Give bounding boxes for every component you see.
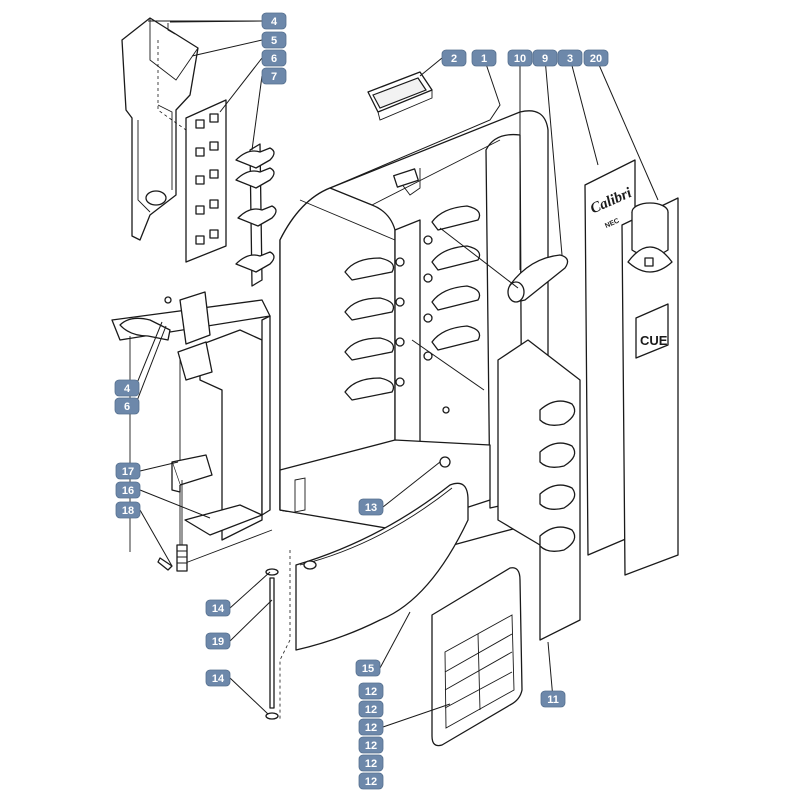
svg-text:6: 6 <box>271 53 277 65</box>
svg-text:12: 12 <box>365 722 377 734</box>
svg-text:12: 12 <box>365 704 377 716</box>
mounting-plate-part-6 <box>185 99 227 263</box>
callout-18: 18 <box>115 501 141 519</box>
callout-7: 7 <box>261 67 287 85</box>
front-panel-part-20: CUE <box>621 197 679 576</box>
callout-19: 19 <box>205 632 231 650</box>
svg-text:18: 18 <box>122 505 134 517</box>
callout-5: 5 <box>261 31 287 49</box>
svg-text:12: 12 <box>365 758 377 770</box>
callout-6-mid: 6 <box>114 397 140 415</box>
fastener-path-4 <box>157 40 187 131</box>
callout-10: 10 <box>507 49 533 67</box>
svg-text:1: 1 <box>481 53 487 65</box>
svg-text:19: 19 <box>212 636 224 648</box>
lever-part-9 <box>507 254 569 303</box>
svg-text:12: 12 <box>365 686 377 698</box>
callout-4-mid: 4 <box>114 379 140 397</box>
svg-text:3: 3 <box>567 53 573 65</box>
svg-text:11: 11 <box>547 694 559 706</box>
svg-text:10: 10 <box>514 53 526 65</box>
display-window-part-2 <box>367 71 433 121</box>
leader-lines <box>134 20 659 728</box>
svg-text:16: 16 <box>122 485 134 497</box>
svg-text:20: 20 <box>590 53 602 65</box>
spring-part-18 <box>157 480 188 572</box>
door-panel-part-15 <box>279 482 469 720</box>
pin-part-19 <box>265 568 279 720</box>
cabinet-bolts <box>395 235 450 449</box>
rear-bracket-part-5 <box>121 17 199 241</box>
callout-17: 17 <box>115 462 141 480</box>
cup-holder-rings <box>344 205 481 401</box>
callout-12-b: 12 <box>358 700 384 718</box>
svg-text:4: 4 <box>124 383 131 395</box>
hook-rail-part-7 <box>235 143 277 287</box>
callout-16: 16 <box>115 481 141 499</box>
bracket-part-17 <box>171 454 213 493</box>
svg-text:7: 7 <box>271 71 277 83</box>
callout-12-e: 12 <box>358 754 384 772</box>
callout-20: 20 <box>583 49 609 67</box>
svg-text:12: 12 <box>365 740 377 752</box>
drip-tray-part-12 <box>431 567 523 747</box>
svg-text:13: 13 <box>365 502 377 514</box>
callout-14-lower: 14 <box>205 669 231 687</box>
lever-bracket-part-6 <box>119 291 213 381</box>
callout-12-a: 12 <box>358 682 384 700</box>
svg-text:15: 15 <box>362 663 374 675</box>
callout-4-top: 4 <box>261 12 287 30</box>
callout-badges: 4 5 6 7 2 1 10 9 <box>114 12 609 790</box>
svg-text:6: 6 <box>124 401 130 413</box>
callout-1: 1 <box>471 49 497 67</box>
cup-stacker-part-11 <box>497 339 581 641</box>
svg-text:9: 9 <box>542 53 548 65</box>
callout-12-c: 12 <box>358 718 384 736</box>
callout-3: 3 <box>557 49 583 67</box>
callout-12-f: 12 <box>358 772 384 790</box>
callout-13: 13 <box>358 498 384 516</box>
svg-text:14: 14 <box>212 673 225 685</box>
callout-12-d: 12 <box>358 736 384 754</box>
svg-text:12: 12 <box>365 776 377 788</box>
svg-text:4: 4 <box>271 16 278 28</box>
callout-2: 2 <box>441 49 467 67</box>
svg-text:5: 5 <box>271 35 277 47</box>
callout-6-top: 6 <box>261 49 287 67</box>
svg-text:14: 14 <box>212 603 225 615</box>
callout-11: 11 <box>540 690 566 708</box>
svg-text:2: 2 <box>451 53 457 65</box>
logo-word: CUE <box>640 333 668 348</box>
svg-text:17: 17 <box>122 466 134 478</box>
callout-9: 9 <box>532 49 558 67</box>
callout-15: 15 <box>355 659 381 677</box>
callout-14-upper: 14 <box>205 599 231 617</box>
